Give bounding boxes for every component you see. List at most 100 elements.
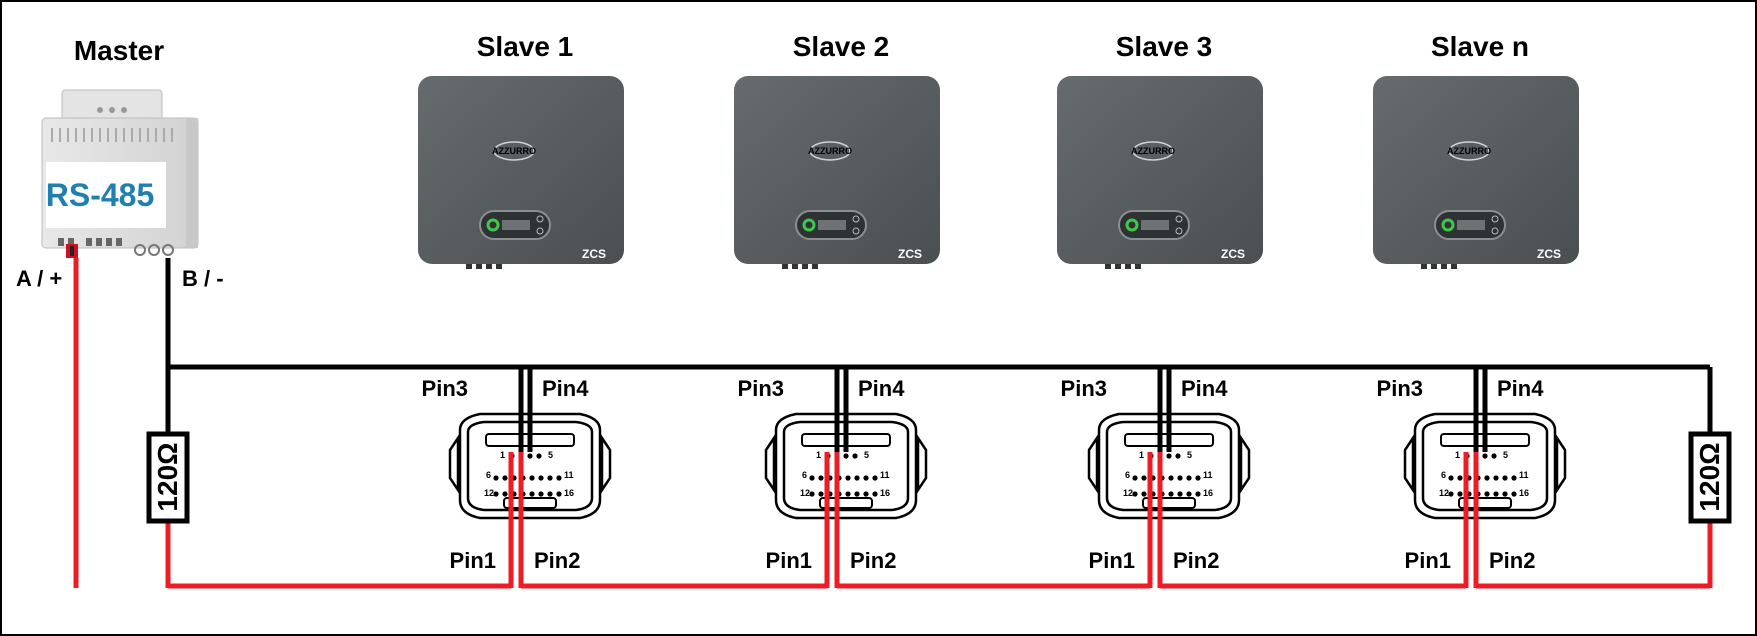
connector-contact: [1141, 491, 1147, 497]
connector-contact: [1168, 475, 1174, 481]
connector-contact: [538, 491, 544, 497]
terminal-a-label: A / +: [16, 266, 62, 291]
inverter-foot: [1451, 264, 1457, 269]
pin1-label: Pin1: [450, 548, 496, 573]
connector-key-slot: [503, 497, 557, 509]
pin1-label: Pin1: [1089, 548, 1135, 573]
contact-number: 5: [1503, 450, 1508, 460]
master-vents: [51, 128, 173, 142]
connector-contact: [547, 491, 553, 497]
connector-contact: [854, 491, 860, 497]
master-led: [109, 107, 115, 113]
contact-number: 6: [802, 470, 807, 480]
display-screen: [502, 220, 530, 230]
contact-number: 11: [564, 470, 574, 480]
contact-number: 5: [864, 450, 869, 460]
connector-latch-left: [1087, 433, 1099, 495]
status-led-icon: [1125, 218, 1139, 232]
connector-contact: [529, 491, 535, 497]
contact-number: 1: [500, 450, 505, 460]
connector-contact: [1482, 453, 1488, 459]
connector-contact: [1502, 491, 1508, 497]
display-screen: [818, 220, 846, 230]
contact-number: 16: [564, 488, 574, 498]
display-screen: [1141, 220, 1169, 230]
contact-number: 1: [1139, 450, 1144, 460]
display-button-icon: [536, 227, 544, 235]
connector-contact: [1457, 475, 1463, 481]
display-screen: [1457, 220, 1485, 230]
brand-logo-text: AZZURRO: [808, 146, 852, 156]
connector-latch-left: [764, 433, 776, 495]
display-button-icon: [852, 227, 860, 235]
zcs-badge: ZCS: [898, 247, 922, 261]
terminal-b-label: B / -: [182, 266, 224, 291]
connector-contact: [527, 453, 533, 459]
resistor-left-value: 120Ω: [152, 442, 183, 511]
connector-contact: [502, 491, 508, 497]
pin3-label: Pin3: [422, 376, 468, 401]
connector-contact: [1195, 491, 1201, 497]
inverter-foot: [486, 264, 492, 269]
connector-contact: [1132, 475, 1138, 481]
connector-contact: [1511, 491, 1517, 497]
connector-contact: [538, 475, 544, 481]
pin4-label: Pin4: [542, 376, 589, 401]
connector-contact: [1484, 475, 1490, 481]
master-led: [97, 107, 103, 113]
brand-logo: [809, 141, 851, 161]
contact-number: 16: [880, 488, 890, 498]
connector-contact: [1493, 475, 1499, 481]
pin1-label: Pin1: [1405, 548, 1451, 573]
master-title: Master: [74, 35, 164, 66]
pin4-label: Pin4: [1181, 376, 1228, 401]
zcs-badge: ZCS: [1221, 247, 1245, 261]
connector-contact: [809, 475, 815, 481]
pin3-label: Pin3: [1377, 376, 1423, 401]
connector-contact: [843, 453, 849, 459]
inverter-body: [734, 76, 940, 264]
connector-contact: [818, 491, 824, 497]
contact-number: 1: [1455, 450, 1460, 460]
connector-contact: [1186, 491, 1192, 497]
inverter-foot: [1441, 264, 1447, 269]
connector-latch-right: [1555, 433, 1567, 495]
connector-key-slot: [1142, 497, 1196, 509]
connector-inner-shell: [1421, 420, 1549, 512]
connector-contact: [863, 491, 869, 497]
status-led-icon: [486, 218, 500, 232]
contact-number: 12: [1439, 488, 1449, 498]
display-button-icon: [1491, 227, 1499, 235]
connector-contact: [1186, 475, 1192, 481]
pin3-label: Pin3: [1061, 376, 1107, 401]
contact-number: 12: [484, 488, 494, 498]
connector-contact: [1195, 475, 1201, 481]
display-button-icon: [852, 215, 860, 223]
brand-logo-text: AZZURRO: [492, 146, 536, 156]
inverter-foot: [496, 264, 502, 269]
inverter-foot: [1125, 264, 1131, 269]
display-button-icon: [1175, 227, 1183, 235]
connector-contact: [852, 453, 858, 459]
connector-latch-right: [1239, 433, 1251, 495]
contact-number: 6: [486, 470, 491, 480]
connector-contact: [556, 491, 562, 497]
master-device-label: RS-485: [46, 177, 155, 213]
brand-logo-text: AZZURRO: [1447, 146, 1491, 156]
connector-inner-shell: [782, 420, 910, 512]
inverter-foot: [812, 264, 818, 269]
brand-logo: [493, 141, 535, 161]
inverter-foot: [792, 264, 798, 269]
connector-contact: [1166, 453, 1172, 459]
connector-contact: [1491, 453, 1497, 459]
connector-contact: [493, 475, 499, 481]
display-button-icon: [536, 215, 544, 223]
